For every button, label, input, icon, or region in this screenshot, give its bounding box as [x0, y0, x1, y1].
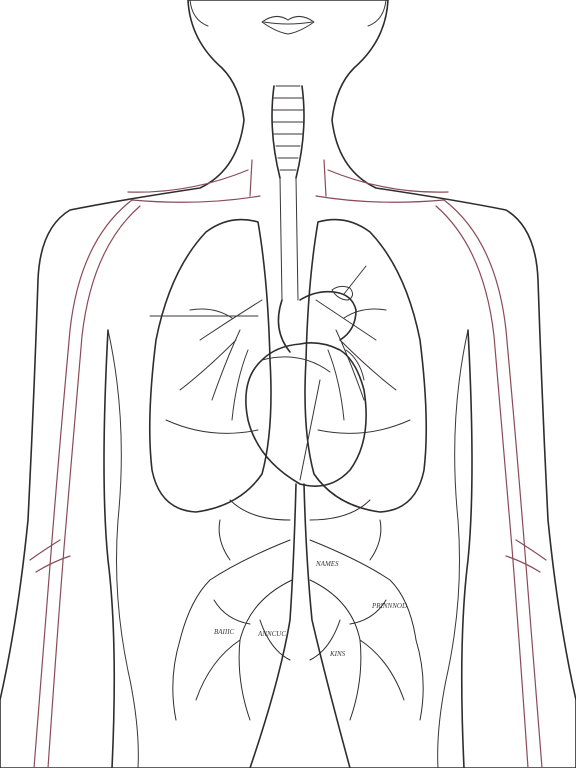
label-c: NAMES: [315, 560, 339, 568]
trachea: [271, 85, 305, 301]
heart: [245, 285, 367, 487]
organ-labels: BAIIIC ANNCUC NAMES PRINNNOD KINS: [214, 560, 407, 658]
left-lung: [148, 218, 272, 513]
right-lung: [304, 218, 428, 513]
label-b: ANNCUC: [257, 630, 286, 638]
label-a: BAIIIC: [214, 628, 235, 636]
label-e: KINS: [329, 650, 346, 658]
subclavian-vessels: [29, 159, 547, 768]
label-d: PRINNNOD: [371, 602, 407, 610]
abdominal-vessels: [172, 483, 424, 768]
pointer-line-top: [343, 265, 367, 295]
lips: [261, 16, 315, 35]
